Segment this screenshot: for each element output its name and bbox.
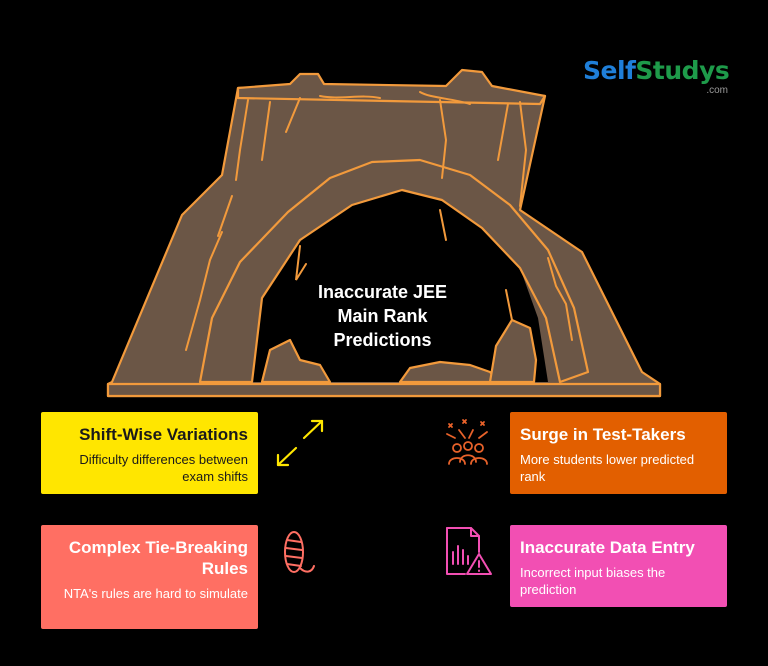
card-title: Shift-Wise Variations xyxy=(79,425,248,444)
card-title: Complex Tie-Breaking Rules xyxy=(68,538,248,578)
central-problem-title: Inaccurate JEE Main Rank Predictions xyxy=(300,280,465,352)
card-description: Incorrect input biases the prediction xyxy=(520,565,666,597)
brand-wordmark: SelfStudys xyxy=(583,56,733,86)
brand-part-studys: Studys xyxy=(635,56,730,85)
diagonal-arrows-icon xyxy=(276,419,324,467)
brand-logo: SelfStudys .com xyxy=(583,56,733,100)
crowd-icon xyxy=(446,419,488,465)
card-description: NTA's rules are hard to simulate xyxy=(63,586,248,601)
data-warning-icon xyxy=(446,527,492,575)
card-title: Surge in Test-Takers xyxy=(520,425,686,444)
brand-suffix: .com xyxy=(706,85,728,96)
card-title: Inaccurate Data Entry xyxy=(520,538,695,557)
central-title-line-1: Inaccurate JEE xyxy=(317,282,448,302)
card-surge-in-test-takers: Surge in Test-Takers More students lower… xyxy=(510,412,727,494)
rope-icon xyxy=(284,531,315,573)
card-description: More students lower predicted rank xyxy=(520,452,695,484)
brand-part-self: Self xyxy=(583,56,636,85)
card-description: Difficulty differences between exam shif… xyxy=(79,452,248,484)
central-title-line-3: Predictions xyxy=(333,330,432,350)
card-shift-wise-variations: Shift-Wise Variations Difficulty differe… xyxy=(41,412,258,494)
card-complex-tie-breaking-rules: Complex Tie-Breaking Rules NTA's rules a… xyxy=(41,525,258,629)
central-title-line-2: Main Rank xyxy=(337,306,428,326)
card-inaccurate-data-entry: Inaccurate Data Entry Incorrect input bi… xyxy=(510,525,727,607)
